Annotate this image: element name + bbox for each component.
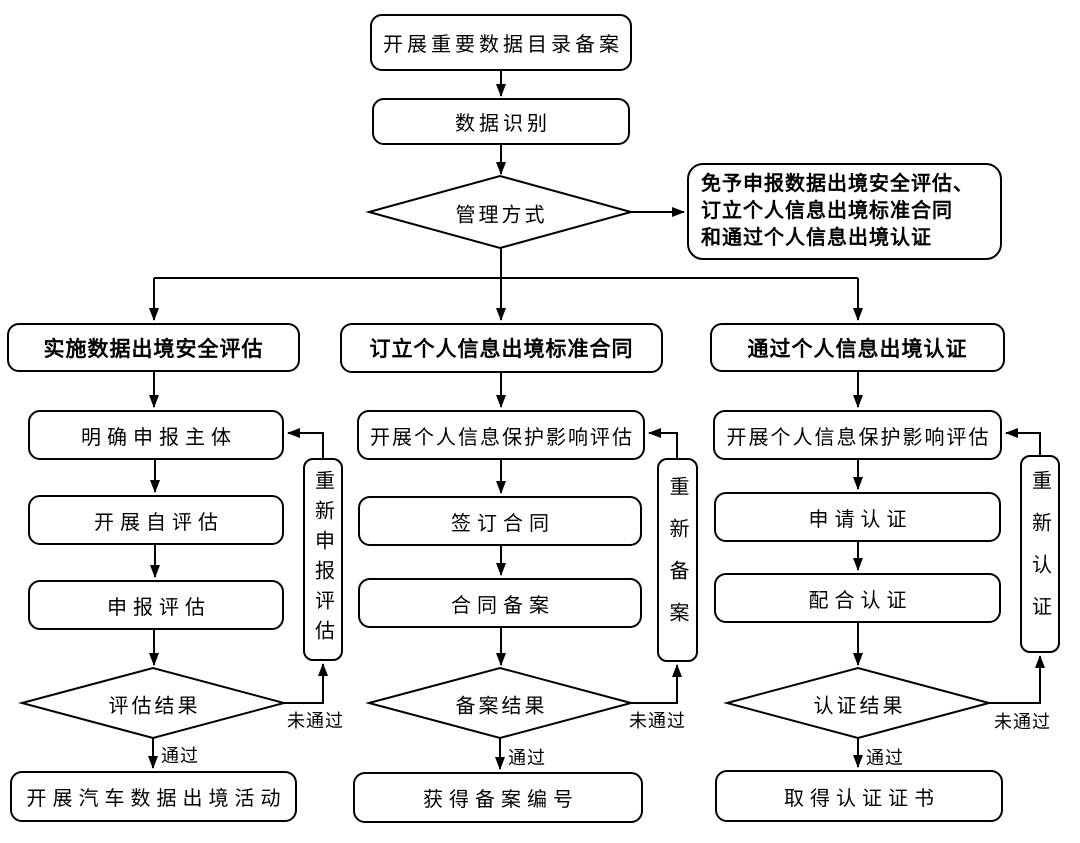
pass-label: 通过 [507,744,547,770]
decision-diamond-certification [723,666,993,740]
arrow-retry-2 [648,428,678,458]
diamonds-group [18,174,993,740]
decision-diamond-management [365,174,635,250]
fail-label: 未通过 [628,707,687,733]
node-step: 开展个人信息保护影响评估 [357,410,645,460]
node-step: 申报评估 [28,580,284,630]
decision-diamond-assessment [18,666,288,740]
node-step: 签订合同 [358,496,642,546]
node-start: 开展重要数据目录备案 [370,14,632,71]
decision-filing-label: 备案结果 [455,695,548,718]
node-step: 合同备案 [358,578,642,628]
arrow-fail-2 [631,664,682,704]
arrow-retry-3 [1005,428,1041,455]
node-result-filing-number: 获得备案编号 [353,772,643,823]
node-result-auto-data-export: 开展汽车数据出境活动 [10,771,297,822]
node-step: 开展个人信息保护影响评估 [713,410,1002,460]
node-data-identify: 数据识别 [372,98,630,145]
node-step: 配合认证 [714,573,1001,623]
node-result-certificate: 取得认证证书 [715,770,1003,822]
node-retry-recertification: 重新认证 [1020,455,1060,653]
node-step: 明确申报主体 [28,410,284,460]
decision-diamond-filing [365,666,635,740]
pass-label: 通过 [160,742,200,768]
arrow-fail-1 [284,663,328,704]
node-step: 申请认证 [714,492,1001,542]
pass-label: 通过 [865,744,905,770]
branch-header-certification: 通过个人信息出境认证 [710,323,1005,372]
node-retry-refiling: 重新备案 [657,458,698,662]
branch-header-security-assessment: 实施数据出境安全评估 [7,323,300,372]
fail-label: 未通过 [993,708,1052,734]
decision-certification-label: 认证结果 [813,695,906,718]
node-retry-reassessment: 重新申报评估 [303,458,343,661]
node-exempt: 免予申报数据出境安全评估、 订立个人信息出境标准合同 和通过个人信息出境认证 [687,163,1002,260]
fail-label: 未通过 [286,707,345,733]
arrow-fail-3 [989,655,1045,704]
decision-assessment-label: 评估结果 [108,695,201,718]
arrow-retry-1 [287,428,324,458]
node-step: 开展自评估 [28,495,284,545]
branch-header-standard-contract: 订立个人信息出境标准合同 [340,323,663,373]
arrows-group [148,71,1045,770]
decision-management-label: 管理方式 [455,204,548,227]
